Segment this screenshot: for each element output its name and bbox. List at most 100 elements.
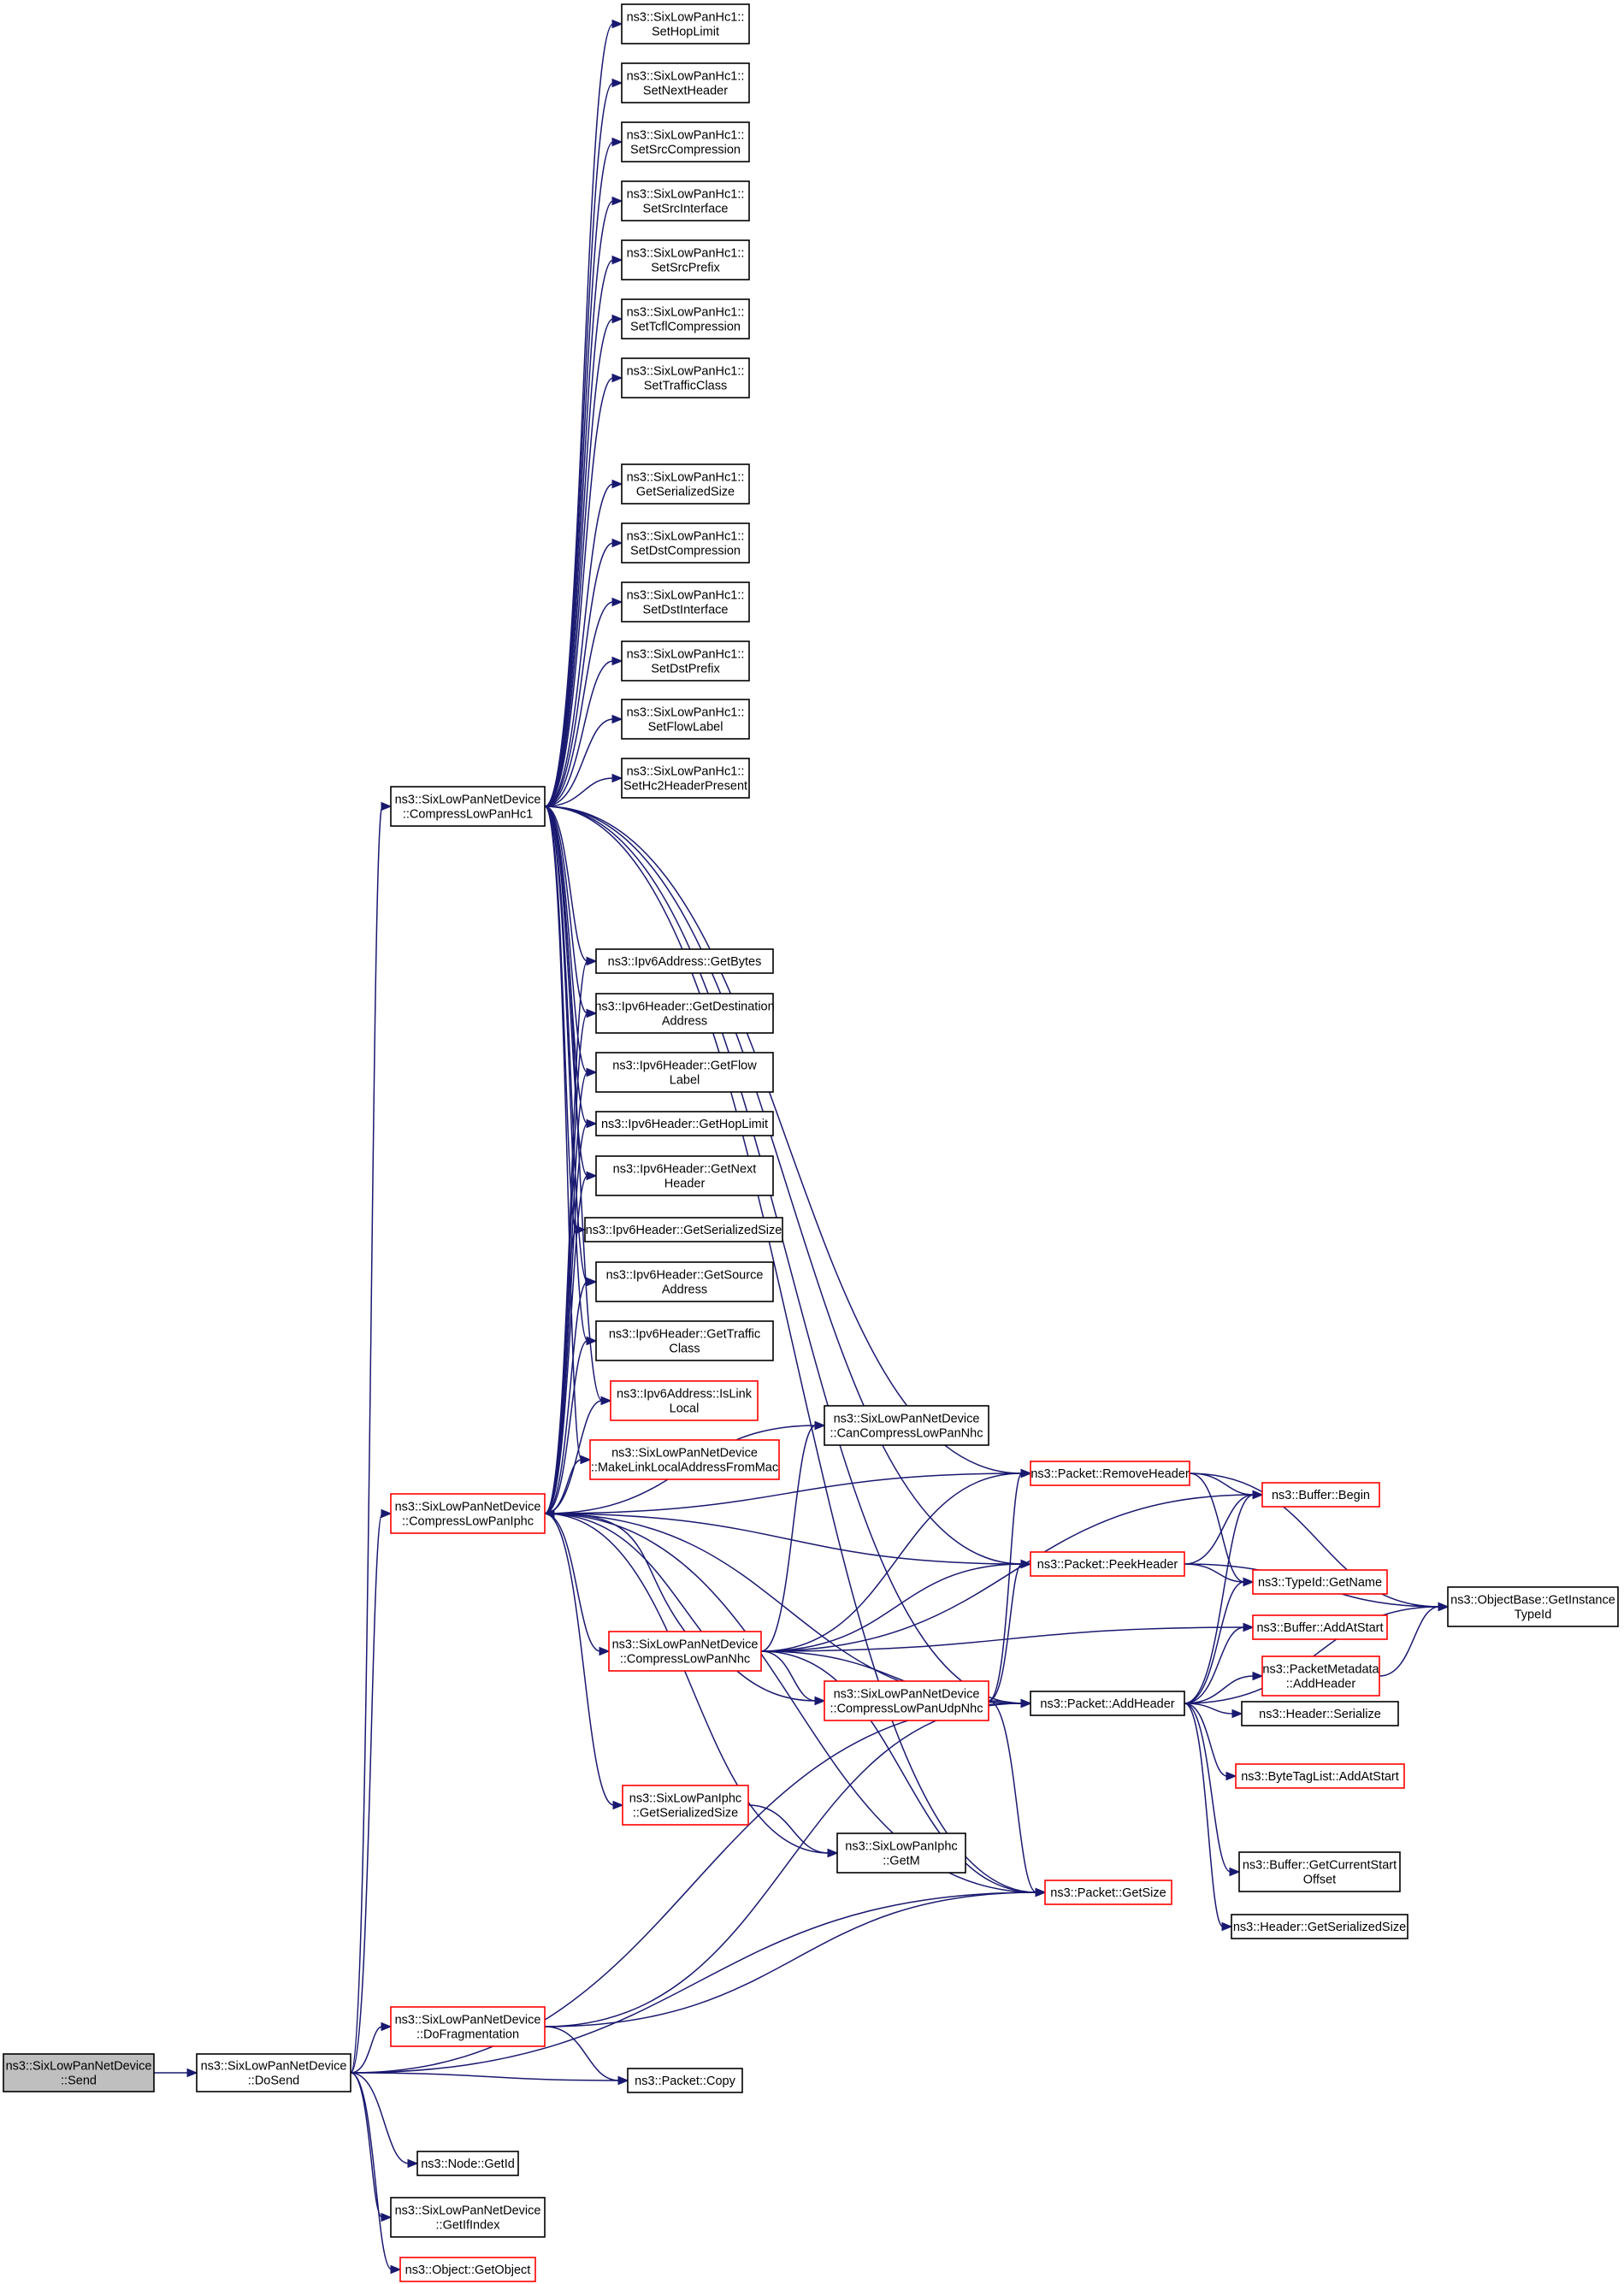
edge-addh-to-typename — [1184, 1577, 1255, 1704]
node-label: ns3::SixLowPanNetDevice — [395, 1501, 541, 1514]
edge-comphc1-to-getflow — [544, 806, 598, 1077]
node-label: ::CompressLowPanUdpNhc — [830, 1703, 983, 1716]
node-hserialize[interactable]: ns3::Header::Serialize — [1241, 1701, 1399, 1726]
node-hc1-srcpre[interactable]: ns3::SixLowPanHc1::SetSrcPrefix — [621, 239, 750, 280]
node-hc1-next[interactable]: ns3::SixLowPanHc1::SetNextHeader — [621, 62, 750, 103]
node-pmaddh[interactable]: ns3::PacketMetadata::AddHeader — [1261, 1655, 1380, 1697]
edge-path — [544, 601, 614, 807]
node-hc1-hop[interactable]: ns3::SixLowPanHc1::SetHopLimit — [621, 3, 750, 44]
node-label: ns3::SixLowPanNetDevice — [834, 1413, 980, 1426]
node-hc1-getser[interactable]: ns3::SixLowPanHc1::GetSerializedSize — [621, 463, 750, 505]
node-box — [621, 581, 750, 623]
edge-path — [544, 806, 1023, 1704]
arrowhead-icon — [543, 1508, 555, 1519]
node-gethop[interactable]: ns3::Ipv6Header::GetHopLimit — [595, 1111, 774, 1136]
edge-comphc1-to-hc1_getser — [544, 479, 623, 807]
edge-compiphc-to-getnext — [544, 1171, 598, 1514]
node-getm[interactable]: ns3::SixLowPanIphc::GetM — [836, 1833, 966, 1874]
node-addh[interactable]: ns3::Packet::AddHeader — [1030, 1691, 1185, 1716]
edge-path — [988, 1700, 1037, 1893]
arrowhead-icon — [586, 956, 598, 966]
edge-compnhc-to-compiphc — [543, 1508, 686, 1632]
node-label: ns3::SixLowPanHc1:: — [627, 589, 745, 603]
node-box — [621, 357, 750, 398]
node-hc1-flow[interactable]: ns3::SixLowPanHc1::SetFlowLabel — [621, 699, 750, 740]
arrowhead-icon — [611, 78, 623, 88]
edge-path — [988, 1473, 1023, 1702]
node-iphcser[interactable]: ns3::SixLowPanIphc::GetSerializedSize — [622, 1785, 749, 1826]
node-typename[interactable]: ns3::TypeId::GetName — [1252, 1569, 1388, 1595]
node-label: ns3::Node::GetId — [421, 2157, 515, 2171]
node-getobj[interactable]: ns3::Object::GetObject — [399, 2257, 536, 2282]
node-hc1-hc2[interactable]: ns3::SixLowPanHc1::SetHc2HeaderPresent — [621, 758, 750, 799]
node-label: ::CompressLowPanNhc — [620, 1653, 750, 1667]
node-hc1-srcint[interactable]: ns3::SixLowPanHc1::SetSrcInterface — [621, 180, 750, 221]
node-bufbegin[interactable]: ns3::Buffer::Begin — [1261, 1482, 1380, 1508]
node-box — [1447, 1586, 1619, 1627]
arrowhead-icon — [611, 137, 623, 147]
edge-path — [544, 1123, 588, 1514]
node-getsize[interactable]: ns3::Packet::GetSize — [1044, 1880, 1172, 1905]
edge-compiphc-to-compudp — [544, 1513, 826, 1706]
node-btladd[interactable]: ns3::ByteTagList::AddAtStart — [1235, 1763, 1405, 1789]
node-box — [1030, 1691, 1185, 1716]
node-makell[interactable]: ns3::SixLowPanNetDevice::MakeLinkLocalAd… — [589, 1439, 780, 1480]
node-compudp[interactable]: ns3::SixLowPanNetDevice::CompressLowPanU… — [824, 1680, 989, 1721]
arrowhead-icon — [611, 196, 623, 206]
node-label: ns3::SixLowPanHc1:: — [627, 471, 745, 485]
node-box — [3, 2053, 155, 2092]
edge-path — [760, 1494, 1255, 1652]
node-comphc1[interactable]: ns3::SixLowPanNetDevice::CompressLowPanH… — [390, 786, 546, 827]
node-removeh[interactable]: ns3::Packet::RemoveHeader — [1030, 1461, 1190, 1486]
node-nodeid[interactable]: ns3::Node::GetId — [416, 2151, 519, 2176]
node-box — [416, 2151, 519, 2176]
node-bufaddstart[interactable]: ns3::Buffer::AddAtStart — [1252, 1614, 1388, 1640]
node-dosend[interactable]: ns3::SixLowPanNetDevice::DoSend — [196, 2053, 351, 2092]
node-hgetser[interactable]: ns3::Header::GetSerializedSize — [1231, 1914, 1408, 1939]
node-hc1-dstcomp[interactable]: ns3::SixLowPanHc1::SetDstCompression — [621, 522, 750, 564]
node-box — [608, 1631, 762, 1672]
node-ifindex[interactable]: ns3::SixLowPanNetDevice::GetIfIndex — [390, 2197, 546, 2238]
node-dofrag[interactable]: ns3::SixLowPanNetDevice::DoFragmentation — [390, 2006, 546, 2047]
node-compnhc[interactable]: ns3::SixLowPanNetDevice::CompressLowPanN… — [608, 1631, 762, 1672]
node-hc1-srccomp[interactable]: ns3::SixLowPanHc1::SetSrcCompression — [621, 121, 750, 162]
edge-comphc1-to-hc1_hc2 — [544, 773, 623, 807]
node-box — [824, 1405, 989, 1446]
node-canclnhc[interactable]: ns3::SixLowPanNetDevice::CanCompressLowP… — [824, 1405, 989, 1446]
node-box — [390, 2006, 546, 2047]
node-getser6[interactable]: ns3::Ipv6Header::GetSerializedSize — [584, 1217, 783, 1242]
edge-path — [1184, 1675, 1255, 1704]
node-hc1-tc[interactable]: ns3::SixLowPanHc1::SetTrafficClass — [621, 357, 750, 398]
edge-path — [544, 1513, 1023, 1565]
node-label: ns3::Ipv6Header::GetSerializedSize — [586, 1224, 782, 1237]
edge-path — [544, 82, 614, 807]
node-label: ::GetM — [883, 1855, 920, 1868]
node-hc1-dstpre[interactable]: ns3::SixLowPanHc1::SetDstPrefix — [621, 640, 750, 682]
node-compiphc[interactable]: ns3::SixLowPanNetDevice::CompressLowPanI… — [390, 1493, 546, 1534]
node-label: SetNextHeader — [643, 85, 728, 98]
arrowhead-icon — [407, 2158, 419, 2169]
node-getbytes[interactable]: ns3::Ipv6Address::GetBytes — [595, 948, 774, 974]
node-label: Class — [669, 1343, 700, 1356]
edge-compiphc-to-iphcser — [544, 1513, 624, 1810]
node-send[interactable]: ns3::SixLowPanNetDevice::Send — [3, 2053, 155, 2092]
edge-path — [760, 1650, 817, 1702]
node-hc1-tcfl[interactable]: ns3::SixLowPanHc1::SetTcflCompression — [621, 298, 750, 339]
node-copy[interactable]: ns3::Packet::Copy — [627, 2068, 743, 2093]
node-label: ::CompressLowPanIphc — [402, 1515, 534, 1529]
node-peekh[interactable]: ns3::Packet::PeekHeader — [1030, 1551, 1185, 1577]
edge-addh-to-bufcur — [1184, 1703, 1241, 1877]
node-hc1-dstint[interactable]: ns3::SixLowPanHc1::SetDstInterface — [621, 581, 750, 623]
edge-path — [747, 1804, 830, 1854]
node-box — [390, 1493, 546, 1534]
edge-path — [544, 542, 614, 807]
arrowhead-icon — [1252, 1671, 1264, 1681]
